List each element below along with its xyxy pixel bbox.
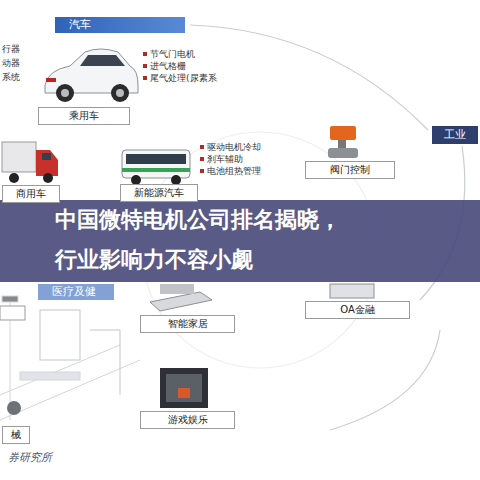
gym-illustration — [0, 296, 140, 420]
valve-illustration-part — [330, 126, 356, 140]
watermark: 券研究所 — [8, 452, 52, 463]
printer-illustration-part — [166, 374, 202, 402]
bus-illustration-part — [122, 168, 190, 172]
truck-illustration — [2, 142, 58, 183]
bullet-markers-part — [200, 157, 204, 161]
bullet-markers-part — [200, 169, 204, 173]
application-item: 刹车辅助 — [207, 154, 243, 165]
node-text: 商用车 — [9, 187, 53, 201]
oa-illustration — [330, 284, 374, 298]
node-text: 械 — [9, 428, 23, 442]
valve-illustration — [328, 126, 358, 158]
connector-curves-part — [190, 25, 428, 130]
category-box: 游戏娱乐 — [140, 411, 235, 429]
node-text: 新能源汽车 — [127, 186, 191, 200]
bullet-markers-part — [143, 52, 147, 56]
bullet-markers-part — [143, 64, 147, 68]
car-illustration-part — [61, 89, 69, 97]
gym-illustration-part — [2, 296, 18, 302]
car-illustration-part — [56, 84, 74, 102]
bus-illustration-part — [126, 154, 186, 164]
truck-illustration-part — [9, 173, 19, 183]
node-text: 医疗及健 — [52, 285, 100, 299]
appliance-illustration-part — [160, 284, 194, 294]
printer-illustration — [160, 368, 208, 408]
application-item: 节气门电机 — [150, 49, 195, 60]
truck-illustration-part — [2, 142, 36, 172]
gym-illustration-part — [40, 310, 80, 360]
node-text: OA金融 — [312, 303, 403, 317]
application-item: 尾气处理(尿素系 — [150, 73, 217, 84]
bullet-markers-part — [143, 76, 147, 80]
side-text: 行器 — [2, 44, 20, 55]
appliance-illustration — [150, 284, 212, 311]
category-tab: 工业 — [432, 126, 478, 144]
bus-illustration — [122, 150, 190, 185]
node-text: 智能家居 — [147, 317, 228, 331]
oa-illustration-part — [330, 284, 374, 298]
title-banner: 中国微特电机公司排名揭晓， 行业影响力不容小觑 — [0, 200, 480, 282]
category-tab: 汽车 — [55, 17, 185, 33]
node-text: 阀门控制 — [312, 163, 388, 177]
gym-illustration-part — [90, 330, 120, 395]
truck-illustration-part — [36, 150, 58, 176]
car-illustration-part — [111, 84, 129, 102]
node-text: 乘用车 — [45, 109, 123, 123]
car-illustration-part — [46, 78, 56, 82]
node-text: 汽车 — [69, 18, 171, 32]
bus-illustration-part — [122, 150, 190, 178]
application-item: 电池组热管理 — [207, 166, 261, 177]
gym-illustration-part — [0, 306, 25, 320]
category-box: OA金融 — [305, 301, 410, 319]
car-illustration — [45, 49, 138, 102]
node-text: 工业 — [442, 128, 468, 142]
gym-illustration-part — [0, 360, 140, 420]
category-box: 智能家居 — [140, 315, 235, 333]
truck-illustration-part — [42, 153, 51, 160]
printer-illustration-part — [178, 388, 190, 398]
gym-illustration-part — [20, 372, 80, 380]
category-box: 阀门控制 — [305, 161, 395, 179]
gym-illustration-part — [7, 401, 21, 415]
bullet-markers-part — [200, 145, 204, 149]
side-text: 动器 — [2, 58, 20, 69]
car-illustration-part — [116, 89, 124, 97]
valve-illustration-part — [328, 148, 358, 158]
truck-illustration-part — [43, 173, 53, 183]
application-item: 驱动电机冷却 — [207, 142, 261, 153]
side-text: 系统 — [2, 72, 20, 83]
category-box: 新能源汽车 — [120, 184, 198, 202]
node-text: 游戏娱乐 — [147, 413, 228, 427]
category-tab: 医疗及健 — [38, 284, 114, 300]
appliance-illustration-part — [150, 292, 212, 311]
category-box: 械 — [2, 426, 30, 444]
gym-illustration-part — [0, 345, 120, 395]
connector-curves-part — [330, 330, 440, 430]
category-box: 商用车 — [2, 185, 60, 203]
category-box: 乘用车 — [38, 107, 130, 125]
car-illustration-part — [80, 55, 125, 66]
valve-illustration-part — [338, 140, 346, 148]
application-item: 进气格栅 — [150, 61, 186, 72]
printer-illustration-part — [160, 368, 208, 408]
title-text: 中国微特电机公司排名揭晓， 行业影响力不容小觑 — [55, 200, 355, 280]
